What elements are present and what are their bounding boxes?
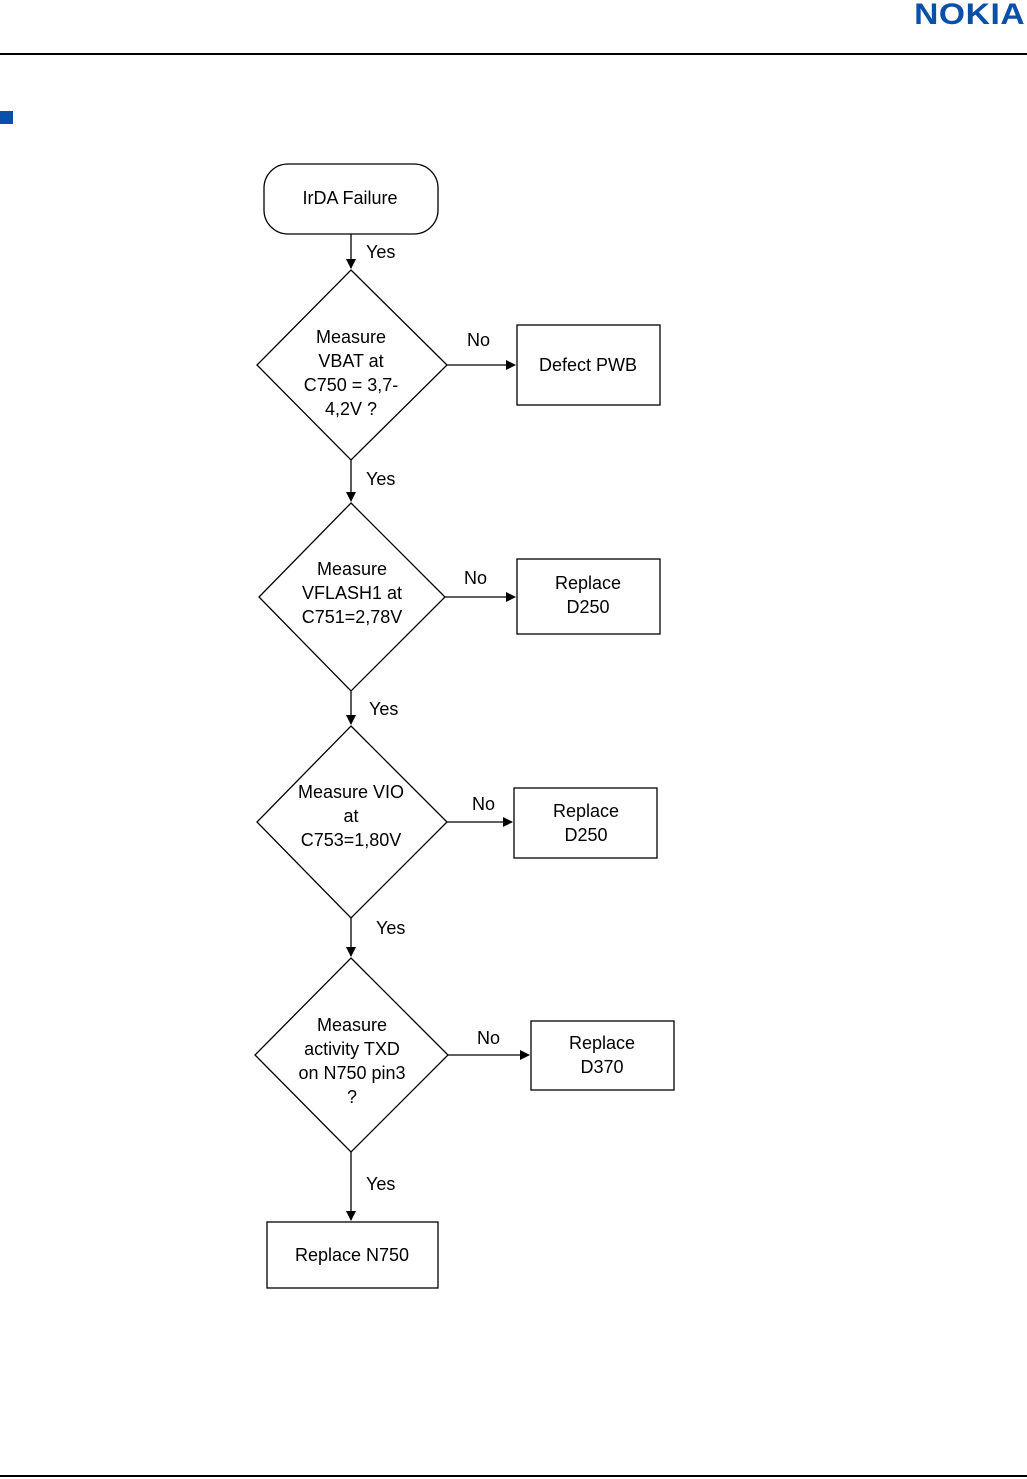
yes-label-2: Yes (366, 469, 395, 489)
decision-1-line-1: Measure (316, 327, 386, 347)
no-label-2: No (464, 568, 487, 588)
decision-2-line-1: Measure (317, 559, 387, 579)
action-replace-n750 (266, 1221, 439, 1289)
action-2-line-1: Replace (555, 573, 621, 593)
start-label: IrDA Failure (302, 188, 397, 208)
section-bullet-icon (0, 111, 13, 124)
decision-2-line-2: VFLASH1 at (302, 583, 402, 603)
action-1-line-1: Defect PWB (539, 355, 637, 375)
action-replace-d250-b (513, 787, 658, 859)
final-action-label: Replace N750 (295, 1245, 409, 1265)
decision-1-line-2: VBAT at (318, 351, 383, 371)
decision-4-line-2: activity TXD (304, 1039, 400, 1059)
action-defect-pwb (516, 324, 661, 406)
action-2-line-2: D250 (566, 597, 609, 617)
action-replace-d370 (530, 1020, 675, 1091)
decision-3-line-3: C753=1,80V (301, 830, 402, 850)
decision-2-line-3: C751=2,78V (302, 607, 403, 627)
yes-label-4: Yes (376, 918, 405, 938)
action-3-line-2: D250 (564, 825, 607, 845)
yes-label-3: Yes (369, 699, 398, 719)
nokia-logo: NOKIA (913, 0, 1025, 31)
decision-1-line-3: C750 = 3,7- (304, 375, 399, 395)
decision-3-line-1: Measure VIO (298, 782, 404, 802)
footer-divider (0, 1475, 1027, 1477)
yes-label-1: Yes (366, 242, 395, 262)
header-divider (0, 53, 1027, 55)
decision-1-line-4: 4,2V ? (325, 399, 377, 419)
no-label-4: No (477, 1028, 500, 1048)
action-4-line-2: D370 (580, 1057, 623, 1077)
no-label-3: No (472, 794, 495, 814)
action-3-line-1: Replace (553, 801, 619, 821)
yes-label-5: Yes (366, 1174, 395, 1194)
decision-4-line-4: ? (347, 1087, 357, 1107)
decision-4-line-1: Measure (317, 1015, 387, 1035)
decision-4-line-3: on N750 pin3 (298, 1063, 405, 1083)
action-replace-d250-a (516, 558, 661, 635)
decision-3-line-2: at (343, 806, 358, 826)
action-4-line-1: Replace (569, 1033, 635, 1053)
no-label-1: No (467, 330, 490, 350)
